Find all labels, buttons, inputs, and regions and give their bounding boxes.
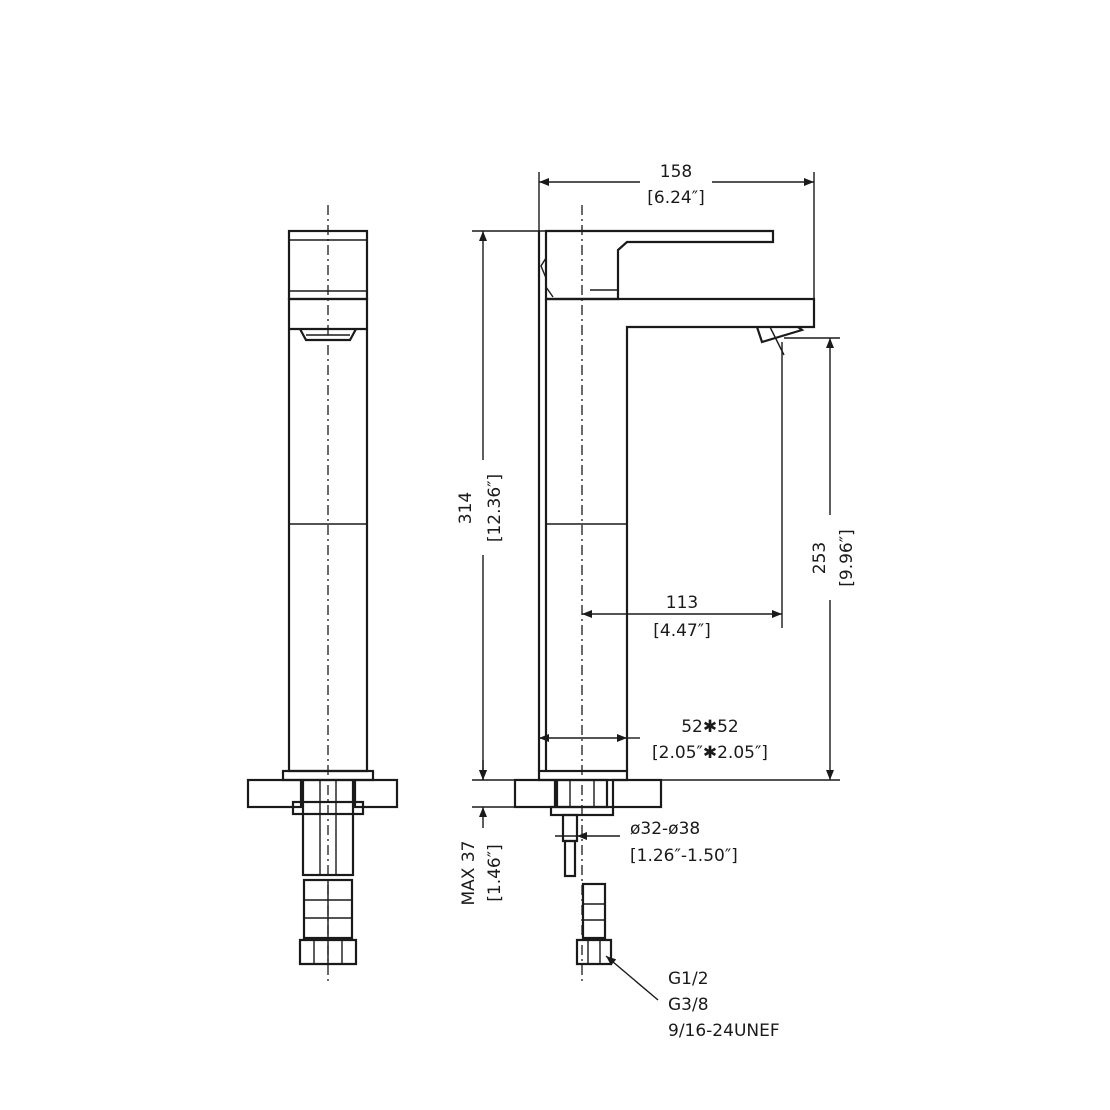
spout	[546, 297, 816, 771]
width-imperial: [6.24″]	[647, 188, 704, 208]
thread-line-1: G1/2	[668, 969, 709, 989]
thread-line-2: G3/8	[668, 995, 709, 1015]
spout-height-imperial: [9.96″]	[837, 529, 857, 586]
thread-line-3: 9/16-24UNEF	[668, 1021, 780, 1041]
front-view	[513, 205, 816, 985]
base-imperial: [2.05″✱2.05″]	[652, 743, 768, 763]
handle-lever	[544, 229, 775, 301]
spout-height-value: 253	[810, 542, 830, 574]
height-value: 314	[456, 492, 476, 524]
dimension-labels: 158 [6.24″] 314 [12.36″] 253 [9.96″] 113…	[456, 162, 857, 1041]
hose-nuts	[298, 938, 358, 966]
front-deck-right	[611, 778, 663, 809]
deck-imperial: [1.46″]	[485, 844, 505, 901]
front-hose	[581, 882, 607, 940]
front-aerator	[755, 326, 805, 344]
hole-value: ø32-ø38	[630, 819, 700, 839]
deck-right	[353, 778, 399, 809]
reach-value: 113	[666, 593, 698, 613]
base-value: 52✱52	[681, 717, 739, 737]
reach-imperial: [4.47″]	[653, 621, 710, 641]
deck-value: MAX 37	[459, 841, 479, 906]
width-value: 158	[660, 162, 692, 182]
side-view	[246, 205, 399, 985]
front-deck-left	[513, 778, 557, 809]
hole-imperial: [1.26″-1.50″]	[630, 846, 738, 866]
front-base	[537, 769, 629, 782]
deck-left	[246, 778, 303, 809]
height-imperial: [12.36″]	[485, 474, 505, 542]
dimension-lines	[472, 172, 840, 1001]
